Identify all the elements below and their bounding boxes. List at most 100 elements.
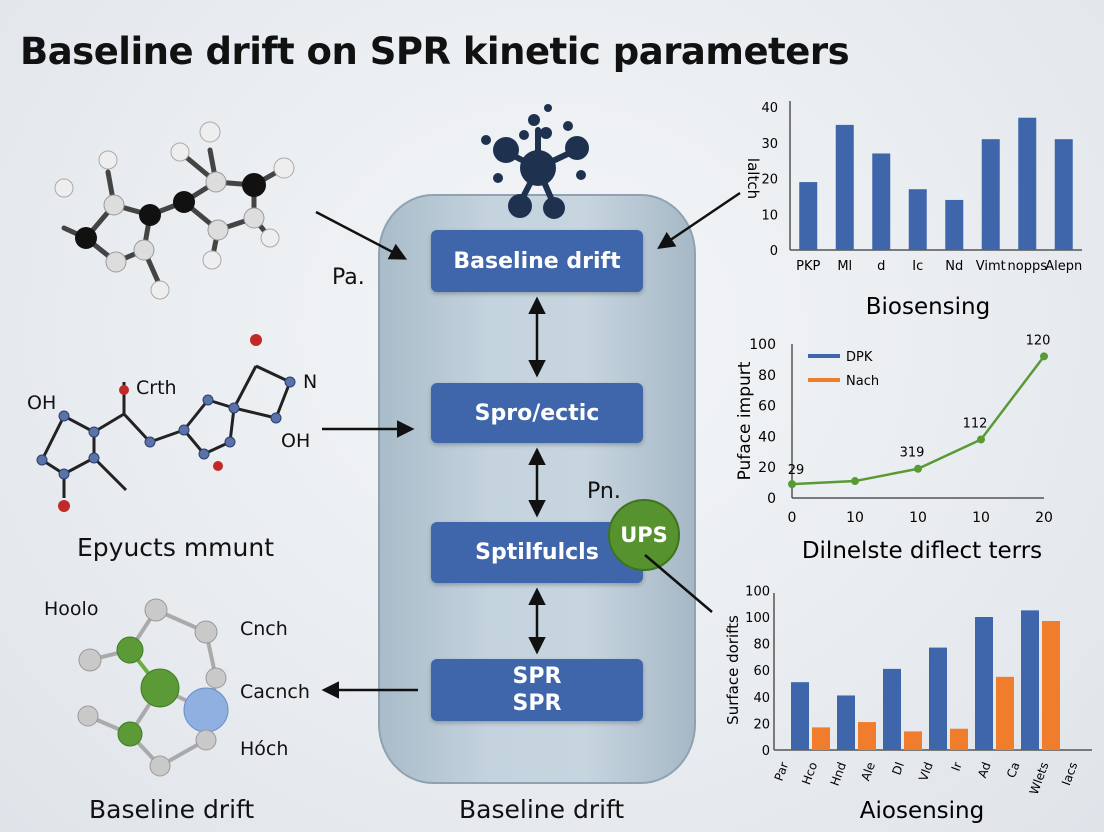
x-tick-label: Nd (945, 259, 963, 274)
bar (981, 139, 1000, 250)
legend-label-nach: Nach (846, 374, 879, 389)
x-tick-label: Hnd (828, 760, 849, 788)
flow-step-spr-line1: SPR (512, 663, 562, 689)
y-axis-label: Puface impurt (735, 361, 755, 480)
y-tick-label: 0 (767, 491, 776, 507)
molecule-2-icon (36, 334, 296, 512)
arrow-chart1-to-box1 (657, 191, 741, 249)
mol3-caption: Baseline drift (89, 795, 255, 824)
x-tick-label: 20 (1035, 510, 1053, 526)
y-tick-label: 0 (770, 244, 778, 259)
y-axis-label: Surface dorifts (724, 615, 742, 725)
page-title: Baseline drift on SPR kinetic parameters (20, 30, 850, 73)
bar-series-2 (950, 728, 968, 750)
data-label: 319 (900, 446, 925, 461)
bar (1018, 117, 1037, 250)
mol3-label-cnch: Cnch (240, 618, 288, 640)
molecule-1-icon (54, 121, 295, 300)
y-tick-label: 80 (758, 368, 776, 384)
data-point (977, 435, 985, 444)
molecule-3-icon (77, 598, 229, 777)
y-tick-label: 20 (761, 173, 778, 188)
flow-step-spr: SPR SPR (431, 659, 643, 721)
x-axis-label: Aiosensing (860, 798, 984, 824)
flow-caption: Baseline drift (459, 795, 625, 824)
mol2-label-oh-right: OH (281, 430, 311, 452)
mol2-label-oh-left: OH (27, 392, 57, 414)
legend-label-dpk: DPK (846, 350, 873, 365)
y-tick-label: 0 (762, 744, 770, 759)
y-tick-label: 100 (745, 584, 770, 599)
x-tick-label: Ir (949, 760, 965, 773)
bar (799, 182, 818, 250)
x-tick-label: nopps (1008, 259, 1048, 274)
bar-series-2 (812, 727, 830, 750)
bar-series-2 (904, 731, 922, 750)
x-tick-label: d (877, 259, 885, 274)
data-point (851, 477, 859, 486)
mol2-caption: Epyucts mmunt (77, 533, 275, 562)
x-tick-label: Ml (837, 259, 852, 274)
bar-series-1 (791, 682, 809, 750)
x-tick-label: Ca (1004, 760, 1023, 780)
data-label: 112 (963, 416, 988, 431)
network-icon (481, 104, 589, 219)
bar (1054, 139, 1073, 250)
flow-step-spro-ectic: Spro/ectic (431, 383, 643, 443)
ups-badge: UPS (608, 499, 680, 571)
bar-series-1 (837, 695, 855, 750)
bar-series-1 (975, 617, 993, 750)
x-tick-label: Alepn (1045, 259, 1082, 274)
x-tick-label: PKP (796, 259, 820, 274)
x-tick-label: Dl (889, 760, 906, 777)
y-tick-label: 20 (758, 460, 776, 476)
x-tick-label: Hco (799, 760, 820, 786)
x-tick-label: Vimt (976, 259, 1006, 274)
label-pa: Pa. (332, 265, 365, 290)
mol3-label-cacnch: Cacnch (240, 681, 310, 703)
x-tick-label: 0 (788, 510, 797, 526)
mol2-label-n: N (303, 371, 318, 393)
x-tick-label: 10 (909, 510, 927, 526)
x-tick-label: 10 (846, 510, 864, 526)
x-tick-label: Iacs (1059, 760, 1080, 787)
x-tick-label: Par (772, 760, 792, 783)
bar (835, 124, 854, 250)
y-tick-label: 20 (753, 717, 770, 732)
mol2-label-crth: Crth (136, 377, 177, 399)
y-tick-label: 60 (753, 664, 770, 679)
y-tick-label: 10 (761, 208, 778, 223)
data-point (788, 480, 796, 489)
y-tick-label: 60 (758, 399, 776, 415)
bar (872, 153, 891, 250)
data-label: 120 (1026, 333, 1051, 348)
x-tick-label: Ic (912, 259, 923, 274)
x-tick-label: Ale (858, 760, 878, 783)
data-point (914, 464, 922, 473)
mol3-label-hoch: Hóch (240, 738, 289, 760)
connector-badge-to-chart3 (644, 554, 713, 613)
label-pn: Pn. (587, 479, 621, 504)
x-tick-label: 10 (972, 510, 990, 526)
y-axis-label: laltch (744, 158, 762, 199)
x-axis-label: Biosensing (866, 294, 991, 320)
flow-step-baseline-drift: Baseline drift (431, 230, 643, 292)
x-tick-label: Wlets (1027, 760, 1052, 796)
data-label: 29 (788, 463, 805, 478)
bar-series-2 (996, 676, 1014, 750)
y-tick-label: 40 (761, 101, 778, 116)
y-tick-label: 100 (745, 611, 770, 626)
y-tick-label: 40 (758, 429, 776, 445)
arrow-mol1-to-box1 (315, 210, 408, 260)
x-axis-label: Dilnelste diflect terrs (802, 538, 1042, 564)
flow-step-sptilfulcls: Sptilfulcls (431, 522, 643, 583)
y-tick-label: 80 (753, 638, 770, 653)
bar (908, 189, 927, 250)
bar-series-2 (1042, 620, 1060, 750)
flow-step-spr-line2: SPR (512, 691, 562, 716)
y-tick-label: 40 (753, 691, 770, 706)
